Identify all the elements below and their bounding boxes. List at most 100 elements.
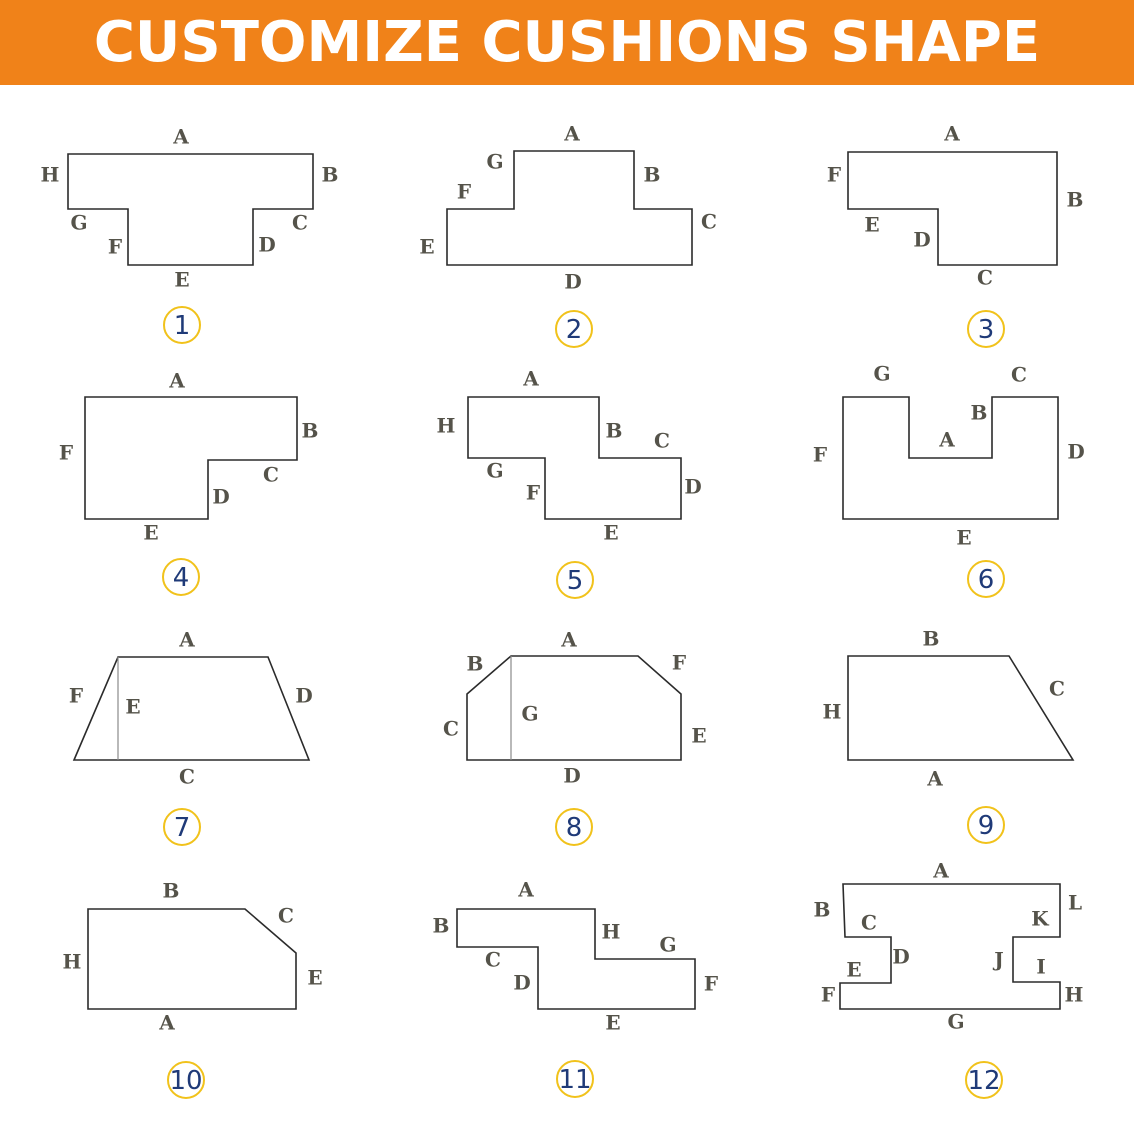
side-label: L bbox=[1068, 891, 1082, 915]
side-label: B bbox=[467, 652, 484, 676]
side-label: A bbox=[926, 767, 943, 791]
side-label: H bbox=[63, 950, 82, 974]
side-label: D bbox=[258, 233, 275, 257]
side-label: B bbox=[302, 419, 319, 443]
side-label: B bbox=[163, 879, 180, 903]
side-label: D bbox=[892, 945, 909, 969]
shape-number: 2 bbox=[566, 315, 583, 345]
side-label: D bbox=[212, 485, 229, 509]
shape-number-badge: 12 bbox=[965, 1061, 1003, 1099]
side-label: G bbox=[873, 362, 890, 386]
side-label: G bbox=[521, 702, 538, 726]
side-label: A bbox=[168, 369, 185, 393]
side-label: A bbox=[178, 628, 195, 652]
side-label: F bbox=[821, 983, 835, 1007]
side-label: F bbox=[59, 441, 73, 465]
side-label: E bbox=[125, 695, 140, 719]
side-label: F bbox=[672, 651, 686, 675]
shape-outline bbox=[72, 656, 311, 761]
shape-number-badge: 5 bbox=[556, 561, 594, 599]
side-label: C bbox=[977, 266, 993, 290]
title-banner: CUSTOMIZE CUSHIONS SHAPE bbox=[0, 0, 1134, 85]
badge-circle bbox=[555, 310, 593, 348]
side-label: A bbox=[158, 1011, 175, 1035]
shape-number: 3 bbox=[978, 315, 995, 345]
side-label: D bbox=[513, 971, 530, 995]
shape-outline bbox=[839, 883, 1061, 1010]
side-label: B bbox=[606, 419, 623, 443]
side-label: B bbox=[644, 163, 661, 187]
side-label: G bbox=[486, 150, 503, 174]
side-label: G bbox=[486, 459, 503, 483]
side-label: C bbox=[701, 210, 717, 234]
shape-number-badge: 7 bbox=[163, 808, 201, 846]
badge-circle bbox=[555, 808, 593, 846]
shape-number: 8 bbox=[566, 813, 583, 843]
side-label: E bbox=[419, 235, 434, 259]
side-label: B bbox=[971, 401, 988, 425]
side-label: B bbox=[1067, 188, 1084, 212]
side-label: E bbox=[307, 966, 322, 990]
side-label: D bbox=[684, 475, 701, 499]
shape-number: 5 bbox=[567, 566, 584, 596]
side-label: E bbox=[864, 213, 879, 237]
badge-circle bbox=[556, 561, 594, 599]
shape-number: 7 bbox=[174, 813, 191, 843]
side-label: E bbox=[956, 526, 971, 550]
badge-circle bbox=[967, 310, 1005, 348]
side-label: C bbox=[292, 211, 308, 235]
shape-outline bbox=[446, 150, 693, 266]
side-label: A bbox=[522, 367, 539, 391]
side-label: C bbox=[1011, 363, 1027, 387]
side-label: C bbox=[263, 463, 279, 487]
shape-4: A BC D E F 4 bbox=[59, 369, 319, 596]
shape-number-badge: 1 bbox=[163, 306, 201, 344]
side-label: F bbox=[457, 180, 471, 204]
side-label: D bbox=[564, 270, 581, 294]
side-label: C bbox=[1049, 677, 1065, 701]
shape-number-badge: 8 bbox=[555, 808, 593, 846]
side-label: F bbox=[704, 972, 718, 996]
badge-circle bbox=[967, 806, 1005, 844]
shape-number-badge: 4 bbox=[162, 558, 200, 596]
shape-number: 6 bbox=[978, 565, 995, 595]
side-label: D bbox=[563, 764, 580, 788]
side-label: D bbox=[295, 684, 312, 708]
side-label: E bbox=[603, 521, 618, 545]
shape-outline bbox=[467, 396, 682, 520]
shape-number-badge: 10 bbox=[167, 1061, 205, 1099]
side-label: B bbox=[433, 914, 450, 938]
shape-number: 10 bbox=[169, 1066, 202, 1096]
shape-outline bbox=[84, 396, 298, 520]
side-label: A bbox=[560, 628, 577, 652]
shape-number: 11 bbox=[558, 1065, 591, 1095]
side-label: C bbox=[278, 904, 294, 928]
badge-circle bbox=[163, 808, 201, 846]
shape-number-badge: 11 bbox=[556, 1060, 594, 1098]
side-label: E bbox=[846, 958, 861, 982]
shape-number: 4 bbox=[173, 563, 190, 593]
badge-circle bbox=[556, 1060, 594, 1098]
side-label: A bbox=[563, 122, 580, 146]
side-label: G bbox=[70, 211, 87, 235]
badge-circle bbox=[967, 560, 1005, 598]
badge-circle bbox=[965, 1061, 1003, 1099]
side-label: H bbox=[823, 700, 842, 724]
shape-outline bbox=[87, 908, 297, 1010]
page-title: CUSTOMIZE CUSHIONS SHAPE bbox=[93, 9, 1041, 75]
side-label: C bbox=[443, 717, 459, 741]
side-label: B bbox=[923, 627, 940, 651]
side-label: J bbox=[992, 948, 1003, 972]
side-label: F bbox=[827, 163, 841, 187]
side-label: E bbox=[143, 521, 158, 545]
side-label: D bbox=[913, 228, 930, 252]
side-label: A bbox=[932, 859, 949, 883]
side-label: A bbox=[517, 878, 534, 902]
side-label: A bbox=[943, 122, 960, 146]
side-label: F bbox=[813, 443, 827, 467]
side-label: A bbox=[938, 428, 955, 452]
